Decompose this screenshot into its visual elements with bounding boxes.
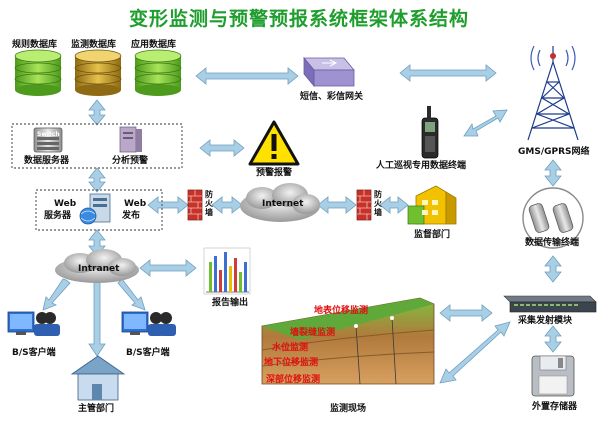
database-rules-icon xyxy=(14,49,62,96)
gprs-tower-icon xyxy=(527,45,579,141)
label-data-terminal: 数据传输终端 xyxy=(525,238,580,248)
arrow-patrol-tower xyxy=(463,109,508,137)
web-server-icon xyxy=(79,193,111,225)
label-intranet: Intranet xyxy=(78,264,120,274)
client-right-computer-icon xyxy=(121,311,176,336)
terrain-cross-section-illustration xyxy=(261,297,435,385)
storage-disk-icon xyxy=(531,355,575,397)
label-monitoring-db: 监测数据库 xyxy=(71,40,117,50)
arrow-intranet-client-left xyxy=(42,278,71,311)
intranet-cloud-icon xyxy=(55,249,139,283)
field-label-surface: 地表位移监测 xyxy=(314,306,369,316)
label-supervision: 监督部门 xyxy=(414,230,451,240)
arrow-intranet-main-dept xyxy=(88,281,106,357)
report-chart-icon xyxy=(203,247,251,295)
arrow-intranet-client-right xyxy=(117,278,146,311)
arrow-acquisition-field xyxy=(439,321,511,384)
label-gprs-network: GMS/GPRS网络 xyxy=(518,147,590,157)
label-storage: 外置存储器 xyxy=(532,402,578,412)
arrow-firewall-internet xyxy=(211,196,243,214)
label-web-server-2: 服务器 xyxy=(44,211,72,221)
label-acquisition: 采集发射模块 xyxy=(518,316,573,326)
switch-text: Switch xyxy=(37,131,60,138)
arrow-server-web xyxy=(88,167,106,193)
label-report: 报告输出 xyxy=(212,298,249,308)
label-sms-gateway: 短信、彩信网关 xyxy=(300,92,364,102)
arrow-acquisition-storage xyxy=(544,325,562,353)
database-application-icon xyxy=(134,49,182,96)
analysis-server-icon xyxy=(119,126,142,153)
database-monitoring-icon xyxy=(74,49,122,96)
label-firewall-left: 防火墙 xyxy=(205,190,213,217)
server-group-box xyxy=(11,123,183,169)
label-rules-db: 规则数据库 xyxy=(12,40,58,50)
label-main-dept: 主管部门 xyxy=(78,404,115,414)
firewall-left-icon xyxy=(187,189,203,221)
arrow-intranet-report xyxy=(139,259,197,277)
field-label-crack: 墙裂缝监测 xyxy=(290,328,336,338)
arrow-web-firewall xyxy=(147,196,189,214)
arrow-tower-terminal xyxy=(544,159,562,187)
data-transfer-terminal-icon xyxy=(522,187,584,249)
building-icon xyxy=(407,185,457,225)
label-web-publish-1: Web xyxy=(124,199,147,209)
arrow-internet-firewall xyxy=(317,196,357,214)
label-application-db: 应用数据库 xyxy=(131,40,177,50)
label-web-publish-2: 发布 xyxy=(122,211,141,221)
arrow-field-acquisition xyxy=(439,304,493,322)
label-web-server-1: Web xyxy=(54,199,77,209)
label-firewall-right: 防火墙 xyxy=(374,190,382,217)
arrow-terminal-acquisition xyxy=(544,255,562,283)
internet-cloud-icon xyxy=(240,183,320,222)
field-label-deep: 深部位移监测 xyxy=(266,375,321,385)
page-title: 变形监测与预警预报系统框架体系结构 xyxy=(128,8,469,30)
arrow-db-sms xyxy=(195,67,299,85)
field-label-underground: 地下位移监测 xyxy=(264,358,319,368)
label-client-left: B/S客户端 xyxy=(12,348,56,358)
web-group-box xyxy=(35,189,163,231)
firewall-right-icon xyxy=(356,189,372,221)
arrow-firewall-supervision xyxy=(379,196,409,214)
client-left-computer-icon xyxy=(7,311,60,336)
label-client-right: B/S客户端 xyxy=(126,348,170,358)
router-icon xyxy=(303,56,355,88)
arrow-server-warning xyxy=(199,139,245,157)
warning-icon xyxy=(248,120,300,166)
label-warning: 预警报警 xyxy=(256,168,293,178)
label-internet: Internet xyxy=(262,199,304,209)
field-label-water: 水位监测 xyxy=(272,343,309,353)
acquisition-module-icon xyxy=(503,295,597,313)
label-data-server: 数据服务器 xyxy=(24,156,70,166)
label-field: 监测现场 xyxy=(330,404,367,414)
handheld-terminal-icon xyxy=(421,106,439,159)
switch-server-icon xyxy=(33,127,63,153)
label-patrol-terminal: 人工巡视专用数据终端 xyxy=(376,161,467,171)
main-dept-house-icon xyxy=(70,355,126,401)
arrow-db-server xyxy=(88,99,106,126)
arrow-sms-tower xyxy=(399,64,497,82)
label-analysis: 分析预警 xyxy=(112,156,149,166)
